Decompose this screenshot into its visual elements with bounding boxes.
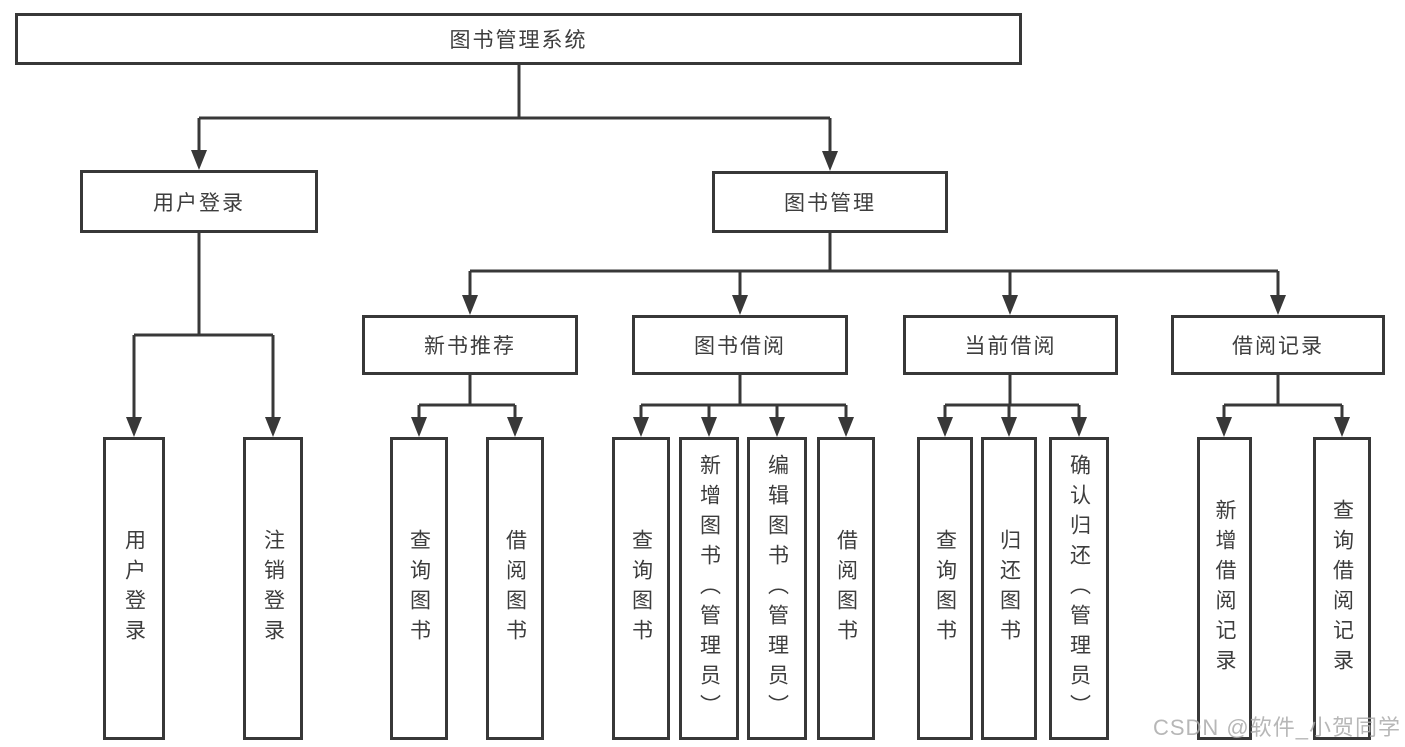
leaf-user-login: 用户登录: [103, 437, 165, 740]
leaf-return-books: 归还图书: [981, 437, 1037, 740]
node-new-book-recommend: 新书推荐: [362, 315, 578, 375]
node-label: 新增借阅记录: [1213, 498, 1236, 679]
node-label: 借阅记录: [1232, 335, 1324, 358]
node-label: 用户登录: [153, 191, 245, 215]
node-label: 新书推荐: [424, 335, 516, 358]
leaf-query-books-borrow: 查询图书: [612, 437, 670, 740]
leaf-query-books-current: 查询图书: [917, 437, 973, 740]
node-label: 借阅图书: [503, 528, 527, 649]
leaf-borrow-books-recommend: 借阅图书: [486, 437, 544, 740]
node-current-borrow: 当前借阅: [903, 315, 1118, 375]
node-label: 归还图书: [997, 528, 1021, 649]
leaf-query-books-recommend: 查询图书: [390, 437, 448, 740]
csdn-watermark: CSDN @软件_小贺同学: [1152, 715, 1401, 740]
node-label: 图书管理系统: [449, 29, 588, 52]
node-book-borrow: 图书借阅: [632, 315, 848, 375]
leaf-add-books-admin: 新增图书（管理员）: [679, 437, 739, 740]
connector-edges: [132, 65, 1344, 419]
leaf-logout: 注销登录: [243, 437, 303, 740]
node-label: 注销登录: [261, 528, 285, 649]
leaf-confirm-return-admin: 确认归还（管理员）: [1049, 437, 1109, 740]
leaf-borrow-books: 借阅图书: [817, 437, 875, 740]
arrowhead-icons: [126, 150, 1350, 437]
node-label: 确认归还（管理员）: [1067, 453, 1091, 724]
node-label: 用户登录: [122, 528, 146, 649]
leaf-add-borrow-record: 新增借阅记录: [1197, 437, 1252, 740]
node-label: 图书借阅: [694, 335, 786, 358]
node-user-login-branch: 用户登录: [80, 170, 318, 233]
node-label: 查询借阅记录: [1330, 498, 1354, 679]
node-label: 图书管理: [784, 192, 876, 215]
node-book-management-branch: 图书管理: [712, 171, 948, 233]
node-label: 查询图书: [933, 528, 957, 649]
node-label: 查询图书: [629, 528, 653, 649]
leaf-edit-books-admin: 编辑图书（管理员）: [747, 437, 807, 740]
node-borrow-records: 借阅记录: [1171, 315, 1385, 375]
node-label: 编辑图书（管理员）: [765, 453, 789, 724]
node-label: 新增图书（管理员）: [697, 453, 721, 724]
node-label: 查询图书: [407, 528, 431, 649]
node-label: 当前借阅: [964, 335, 1057, 358]
leaf-query-borrow-record: 查询借阅记录: [1313, 437, 1371, 740]
node-system-root: 图书管理系统: [15, 13, 1022, 65]
node-label: 借阅图书: [834, 528, 858, 649]
